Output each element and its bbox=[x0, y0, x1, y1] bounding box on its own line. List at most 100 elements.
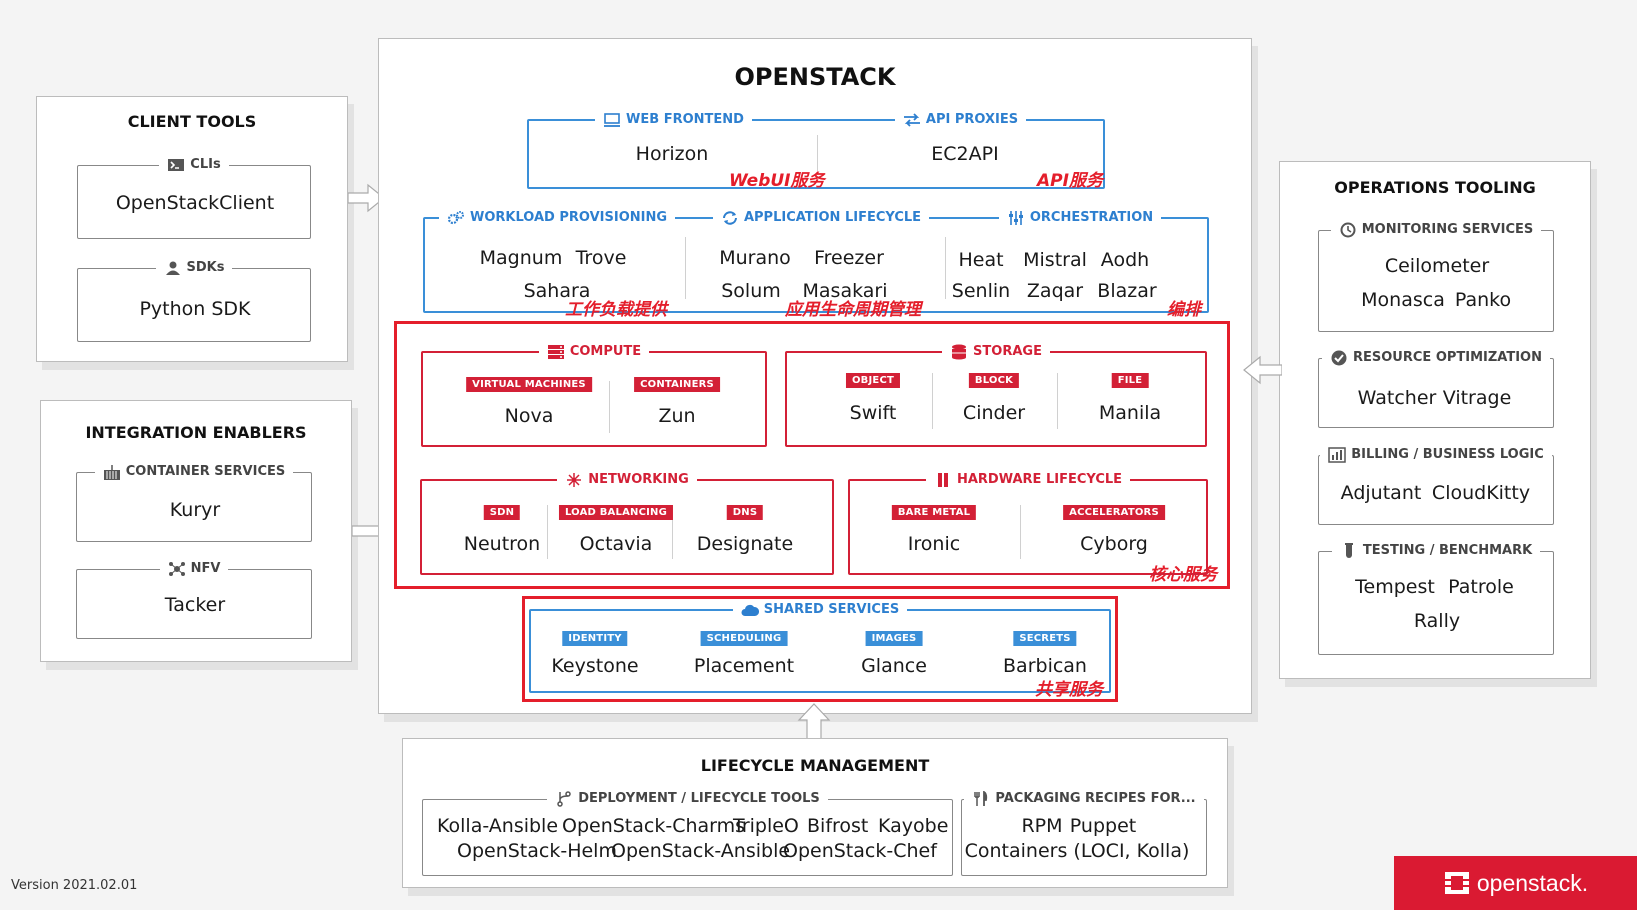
note-orchestration: 编排 bbox=[1167, 300, 1201, 320]
networking-divider-1 bbox=[547, 505, 548, 559]
container-services-label: CONTAINER SERVICES bbox=[125, 464, 286, 479]
service-containers-loci-kolla: Containers (LOCI, Kolla) bbox=[964, 840, 1190, 862]
service-nova: Nova bbox=[504, 405, 554, 427]
service-solum: Solum bbox=[721, 280, 781, 302]
service-rpm: RPM bbox=[1021, 815, 1063, 837]
openstack-logo-icon bbox=[1444, 872, 1469, 894]
service-octavia: Octavia bbox=[579, 533, 653, 555]
hardware-icon bbox=[937, 473, 948, 487]
integration-title: INTEGRATION ENABLERS bbox=[85, 423, 307, 442]
networking-group: NETWORKING SDN LOAD BALANCING DNS Neutro… bbox=[420, 471, 834, 575]
networking-label: NETWORKING bbox=[588, 472, 689, 487]
version-label: Version 2021.02.01 bbox=[11, 878, 138, 893]
integration-panel: INTEGRATION ENABLERS CONTAINER SERVICES … bbox=[40, 400, 352, 662]
testing-label: TESTING / BENCHMARK bbox=[1362, 543, 1533, 558]
hardware-divider bbox=[1020, 505, 1021, 559]
note-core: 核心服务 bbox=[1149, 565, 1217, 585]
service-trove: Trove bbox=[575, 247, 627, 269]
provisioning-divider-2 bbox=[945, 237, 946, 299]
client-arrow bbox=[348, 183, 385, 213]
resource-group: RESOURCE OPTIMIZATION Watcher Vitrage bbox=[1318, 349, 1554, 428]
service-barbican: Barbican bbox=[1003, 655, 1087, 677]
app-lifecycle-label: APPLICATION LIFECYCLE bbox=[743, 210, 922, 225]
service-kuryr: Kuryr bbox=[169, 499, 221, 521]
sliders-icon bbox=[1008, 211, 1023, 225]
service-masakari: Masakari bbox=[802, 280, 888, 302]
note-workload: 工作负载提供 bbox=[565, 300, 667, 320]
test-tube-icon bbox=[1344, 543, 1353, 558]
service-openstack-ansible: OpenStack-Ansible bbox=[611, 840, 791, 862]
orchestration-label: ORCHESTRATION bbox=[1029, 210, 1154, 225]
service-ec2api: EC2API bbox=[931, 143, 999, 165]
service-tripleo: TripleO bbox=[733, 815, 799, 837]
service-openstack-helm: OpenStack-Helm bbox=[457, 840, 617, 862]
user-icon bbox=[165, 261, 180, 275]
note-shared: 共享服务 bbox=[1035, 680, 1103, 700]
service-murano: Murano bbox=[719, 247, 791, 269]
service-freezer: Freezer bbox=[814, 247, 884, 269]
service-tempest: Tempest bbox=[1355, 576, 1435, 598]
service-panko: Panko bbox=[1454, 289, 1512, 311]
deployment-label: DEPLOYMENT / LIFECYCLE TOOLS bbox=[578, 791, 820, 806]
openstack-title: OPENSTACK bbox=[734, 63, 896, 91]
service-ceilometer: Ceilometer bbox=[1384, 255, 1490, 277]
openstack-panel: OPENSTACK WEB FRONTEND API PROXIES Horiz… bbox=[378, 38, 1252, 714]
check-circle-icon bbox=[1331, 350, 1347, 366]
lifecycle-panel: LIFECYCLE MANAGEMENT DEPLOYMENT / LIFECY… bbox=[402, 738, 1228, 888]
resource-label: RESOURCE OPTIMIZATION bbox=[1353, 350, 1542, 365]
clock-icon bbox=[1340, 222, 1356, 238]
monitoring-label: MONITORING SERVICES bbox=[1361, 222, 1534, 237]
service-ironic: Ironic bbox=[907, 533, 961, 555]
service-monasca: Monasca bbox=[1361, 289, 1445, 311]
server-icon bbox=[547, 345, 564, 359]
gears-icon bbox=[447, 211, 464, 225]
refresh-icon bbox=[722, 211, 737, 225]
database-icon bbox=[952, 344, 967, 360]
service-zun: Zun bbox=[658, 405, 696, 427]
network-icon bbox=[567, 473, 582, 487]
client-tools-panel: CLIENT TOOLS CLIs OpenStackClient SDKs P… bbox=[36, 96, 348, 362]
client-tools-title: CLIENT TOOLS bbox=[127, 112, 257, 131]
service-manila: Manila bbox=[1098, 402, 1162, 424]
service-kayobe: Kayobe bbox=[878, 815, 949, 837]
tag-block: BLOCK bbox=[968, 373, 1020, 388]
service-senlin: Senlin bbox=[951, 280, 1011, 302]
tag-virtual-machines: VIRTUAL MACHINES bbox=[466, 377, 592, 392]
service-bifrost: Bifrost bbox=[807, 815, 869, 837]
tag-scheduling: SCHEDULING bbox=[700, 631, 788, 646]
shared-services-group: SHARED SERVICES IDENTITY SCHEDULING IMAG… bbox=[529, 601, 1111, 700]
service-puppet: Puppet bbox=[1069, 815, 1137, 837]
operations-arrow bbox=[1243, 355, 1282, 385]
service-keystone: Keystone bbox=[551, 655, 639, 677]
service-patrole: Patrole bbox=[1448, 576, 1514, 598]
tag-bare-metal: BARE METAL bbox=[891, 505, 977, 520]
service-designate: Designate bbox=[696, 533, 794, 555]
tag-containers: CONTAINERS bbox=[634, 377, 720, 392]
storage-divider-2 bbox=[1057, 373, 1058, 429]
provisioning-group: WORKLOAD PROVISIONING APPLICATION LIFECY… bbox=[423, 209, 1209, 320]
web-frontend-label: WEB FRONTEND bbox=[626, 112, 744, 127]
service-python-sdk: Python SDK bbox=[139, 298, 251, 320]
billing-group: BILLING / BUSINESS LOGIC Adjutant CloudK… bbox=[1318, 446, 1554, 525]
deployment-group: DEPLOYMENT / LIFECYCLE TOOLS Kolla-Ansib… bbox=[422, 790, 953, 876]
hardware-label: HARDWARE LIFECYCLE bbox=[956, 472, 1123, 487]
service-sahara: Sahara bbox=[523, 280, 591, 302]
terminal-icon bbox=[168, 159, 185, 171]
shared-services-label: SHARED SERVICES bbox=[763, 602, 900, 617]
tag-file: FILE bbox=[1111, 373, 1149, 388]
service-tacker: Tacker bbox=[164, 594, 226, 616]
workload-label: WORKLOAD PROVISIONING bbox=[469, 210, 668, 225]
storage-divider-1 bbox=[932, 373, 933, 429]
tag-accelerators: ACCELERATORS bbox=[1063, 505, 1165, 520]
service-openstack-chef: OpenStack-Chef bbox=[783, 840, 937, 862]
lifecycle-title: LIFECYCLE MANAGEMENT bbox=[700, 756, 930, 775]
compute-group: COMPUTE VIRTUAL MACHINES CONTAINERS Nova… bbox=[421, 343, 767, 447]
compute-divider bbox=[609, 381, 610, 433]
clis-label: CLIs bbox=[190, 157, 221, 172]
service-openstack-charms: OpenStack-Charms bbox=[562, 815, 746, 837]
service-cinder: Cinder bbox=[962, 402, 1026, 424]
utensils-icon bbox=[974, 791, 988, 806]
service-rally: Rally bbox=[1413, 610, 1461, 632]
packaging-label: PACKAGING RECIPES FOR... bbox=[995, 791, 1196, 806]
shared-services-frame: SHARED SERVICES IDENTITY SCHEDULING IMAG… bbox=[522, 596, 1118, 702]
